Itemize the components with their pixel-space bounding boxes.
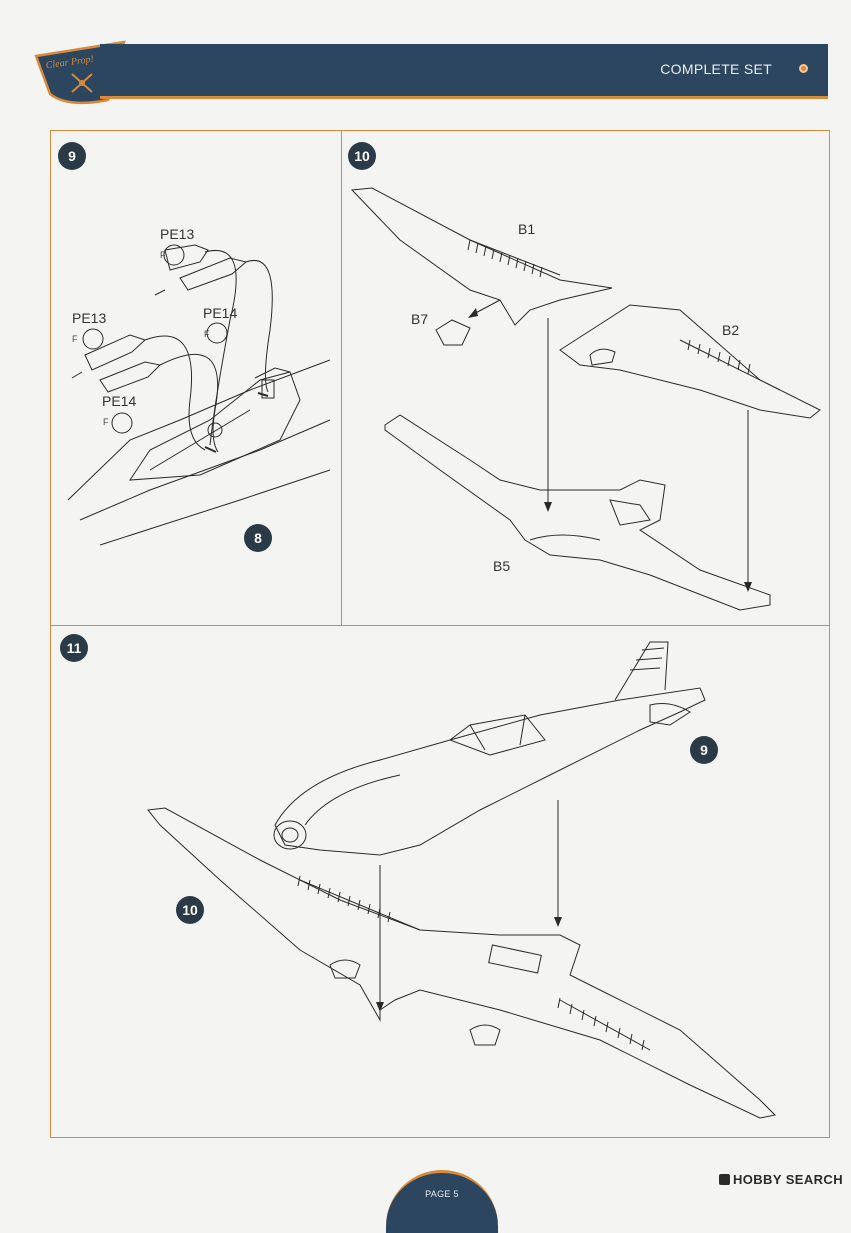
- part-label-pe14-top: PE14: [203, 305, 238, 321]
- part-label-b5: B5: [493, 558, 511, 574]
- f-label-3: F: [72, 334, 78, 344]
- cockpit-section-art: [67, 244, 331, 546]
- part-label-b2: B2: [722, 322, 740, 338]
- page-number: PAGE 5: [425, 1189, 459, 1199]
- wing-assembly-art: [350, 187, 821, 611]
- watermark: HOBBY SEARCH: [718, 1172, 843, 1187]
- f-label-1: F: [160, 250, 166, 260]
- step-badge-11: 11: [60, 634, 88, 662]
- step-badge-10: 10: [348, 142, 376, 170]
- step-badge-9: 9: [58, 142, 86, 170]
- callout-badge-8: 8: [244, 524, 272, 552]
- part-label-pe14-bottom: PE14: [102, 393, 137, 409]
- step-11-panel: [50, 625, 830, 1138]
- part-label-pe13-left: PE13: [72, 310, 107, 326]
- callout-badge-10: 10: [176, 896, 204, 924]
- header-title: COMPLETE SET: [660, 61, 772, 77]
- f-label-4: F: [103, 417, 109, 427]
- part-label-b1: B1: [518, 221, 536, 237]
- watermark-icon: [718, 1174, 730, 1185]
- callout-badge-9: 9: [690, 736, 718, 764]
- header-bar: COMPLETE SET: [100, 44, 828, 99]
- aircraft-final-art: [147, 641, 777, 1119]
- part-label-b7: B7: [411, 311, 429, 327]
- f-label-2: F: [204, 329, 210, 339]
- assembly-illustrations: [67, 187, 821, 1119]
- header-dot-icon: [799, 64, 808, 73]
- part-label-pe13-top: PE13: [160, 226, 195, 242]
- watermark-text: HOBBY SEARCH: [732, 1172, 843, 1187]
